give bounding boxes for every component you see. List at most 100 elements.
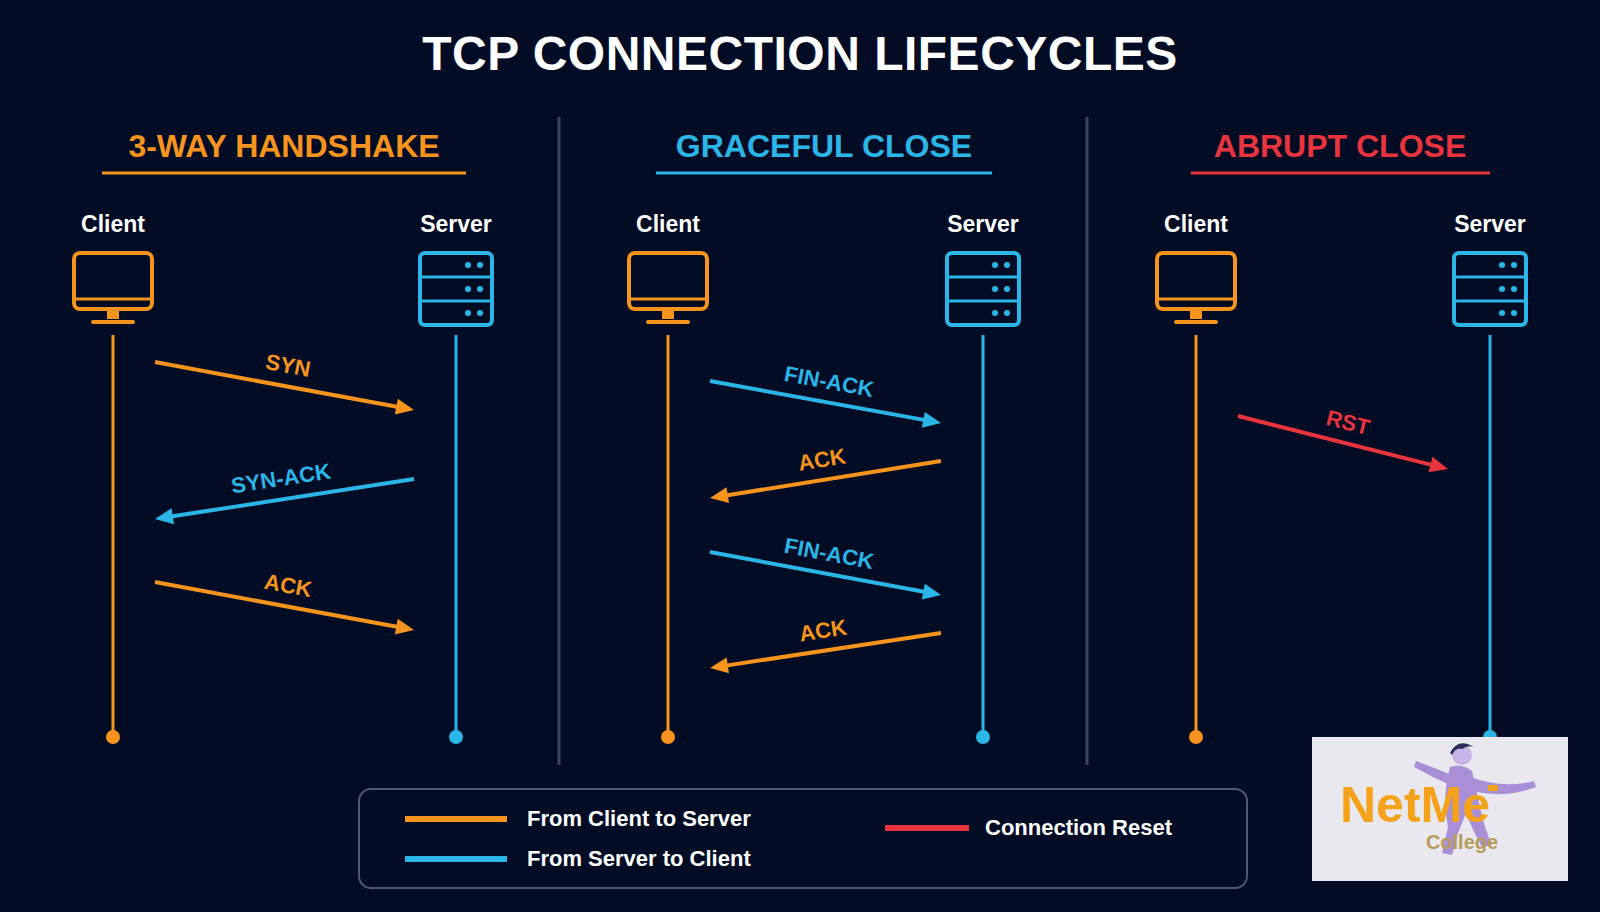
monitor-base [648,320,688,324]
server-led [1004,286,1010,292]
server-icon [414,250,498,330]
participant-label: Client [636,208,700,240]
lifeline [1154,335,1238,747]
server-icon [941,250,1025,330]
lifeline-end [449,730,463,744]
arrow-head [710,657,729,673]
participant-label: Server [1454,208,1526,240]
client-icon [626,250,710,330]
server-slot [947,276,1019,279]
lifeline-line [982,335,985,737]
panel-divider [1086,117,1089,765]
monitor-stand [1190,309,1202,319]
mascot-arm [1414,761,1452,785]
server-lifeline: Server [1448,208,1532,745]
participant-label: Client [1164,208,1228,240]
heading-underline [1191,172,1490,175]
client-icon [1154,250,1238,330]
monitor-bezel [1157,298,1235,301]
watermark-background [1312,737,1568,881]
lifeline-line [112,335,115,737]
server-slot [1454,276,1526,279]
arrow-head [922,584,941,600]
legend-text: From Server to Client [527,846,751,872]
server-led [1004,262,1010,268]
monitor-stand [107,309,119,319]
server-led [992,310,998,316]
server-led [1511,310,1517,316]
server-slot [947,300,1019,303]
monitor-stand [662,309,674,319]
lifeline-line [667,335,670,737]
watermark-text: College [1426,831,1498,854]
arrow-head [1429,457,1448,473]
lifeline-line [455,335,458,737]
monitor-base [93,320,133,324]
server-led [465,262,471,268]
participant-label: Client [81,208,145,240]
server-lifeline: Server [414,208,498,745]
server-led [477,262,483,268]
client-icon [71,250,155,330]
client-lifeline: Client [626,208,710,745]
message-label: ACK [262,569,314,603]
lifeline-end [661,730,675,744]
arrow-head [710,487,729,503]
message-label: ACK [797,443,848,476]
monitor-base [1176,320,1216,324]
mascot-band [1488,785,1498,791]
server-led [1511,286,1517,292]
message-label: ACK [797,614,848,647]
panel-heading: ABRUPT CLOSE [1214,128,1466,165]
server-led [1004,310,1010,316]
legend-text: From Client to Server [527,806,751,832]
mascot-body [1442,766,1492,855]
lifeline-line [1195,335,1198,737]
server-led [992,286,998,292]
lifeline [414,335,498,747]
server-slot [420,276,492,279]
arrow-head [395,619,414,635]
lifeline [1448,335,1532,747]
legend-text: Connection Reset [985,815,1172,841]
mascot-arm [1470,777,1536,794]
panel-heading: 3-WAY HANDSHAKE [128,128,439,165]
server-case [1454,253,1526,325]
lifeline [71,335,155,747]
lifeline [626,335,710,747]
server-icon [1448,250,1532,330]
server-slot [1454,300,1526,303]
arrow-head [922,412,941,428]
server-lifeline: Server [941,208,1025,745]
server-slot [420,300,492,303]
watermark-text: NetMe [1340,776,1490,834]
server-led [1511,262,1517,268]
heading-underline [102,172,466,175]
diagram-title: TCP CONNECTION LIFECYCLES [422,26,1178,81]
heading-underline [656,172,992,175]
monitor-screen [74,253,152,309]
monitor-bezel [629,298,707,301]
message-label: RST [1323,405,1372,441]
server-led [477,310,483,316]
server-led [465,286,471,292]
server-led [1499,262,1505,268]
client-lifeline: Client [71,208,155,745]
mascot-hair [1450,743,1474,755]
arrow-head [155,508,174,524]
server-case [947,253,1019,325]
server-led [992,262,998,268]
legend-swatch [885,825,969,831]
server-led [1499,310,1505,316]
legend-swatch [405,816,507,822]
participant-label: Server [420,208,492,240]
lifeline-line [1489,335,1492,737]
panel-heading: GRACEFUL CLOSE [676,128,972,165]
legend-swatch [405,856,507,862]
monitor-screen [1157,253,1235,309]
lifeline-end [1189,730,1203,744]
panel-divider [558,117,561,765]
message-label: SYN [264,349,313,383]
lifeline-end [976,730,990,744]
legend-box [359,789,1247,888]
